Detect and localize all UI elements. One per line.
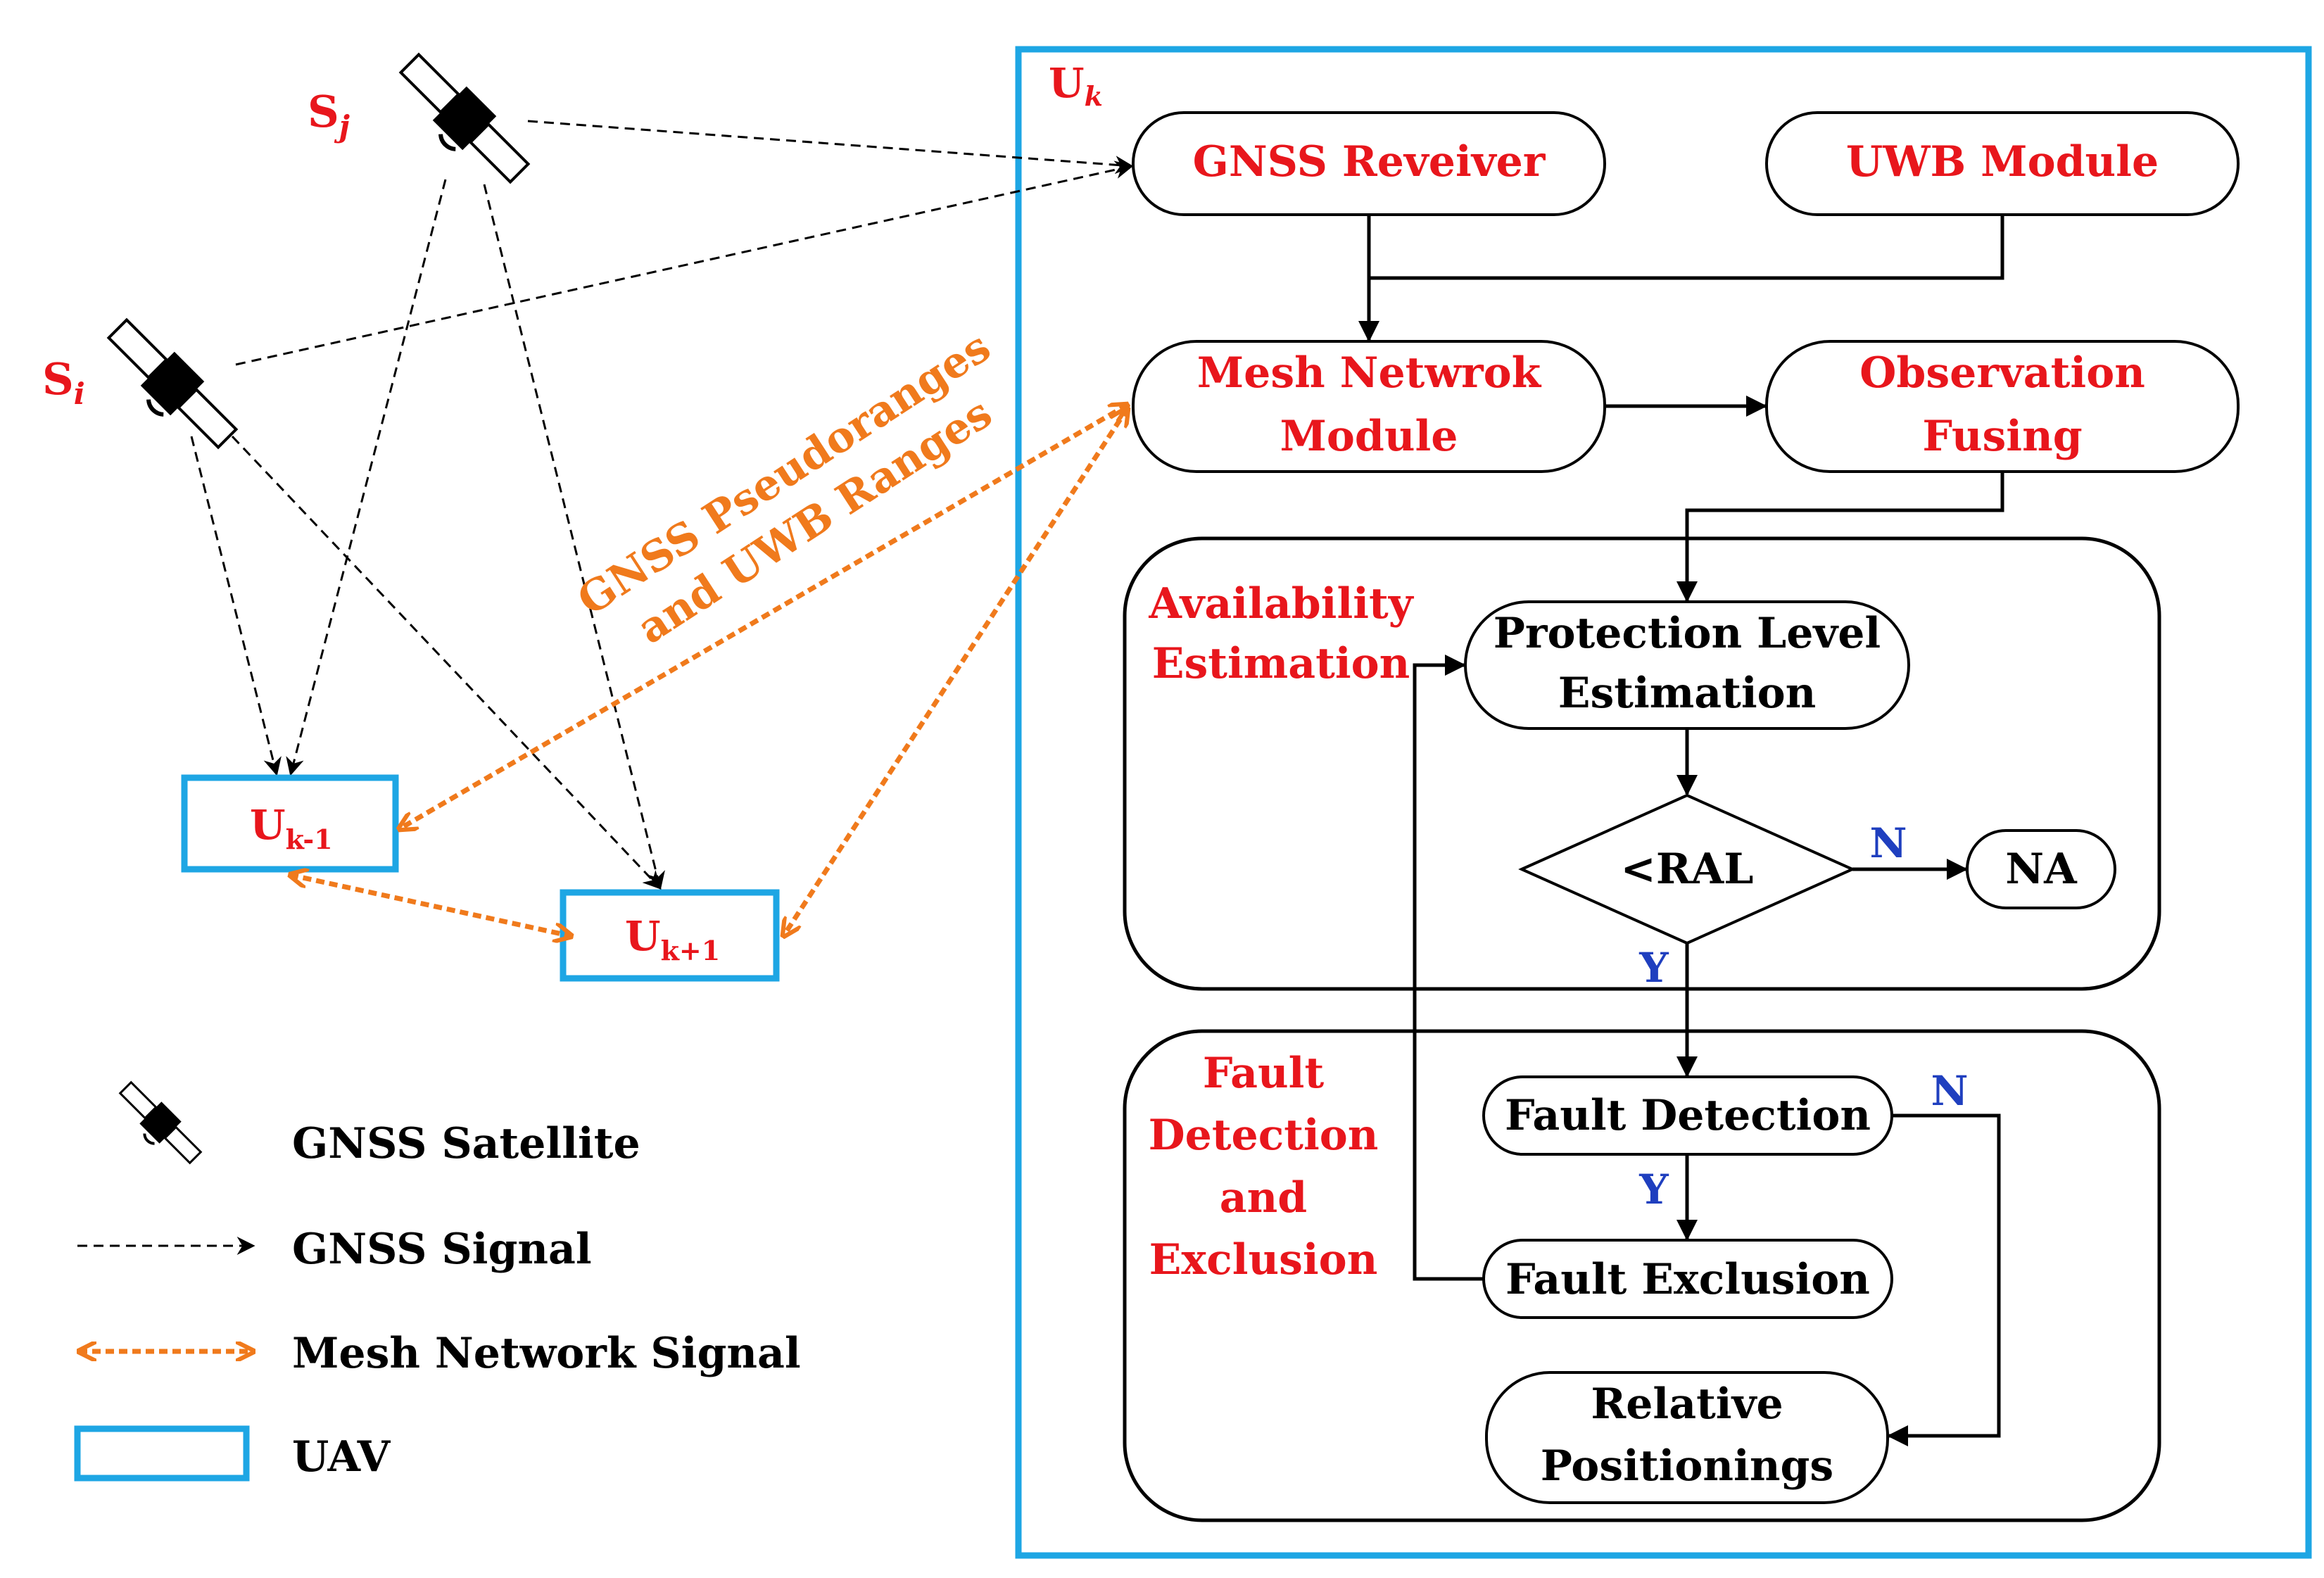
- uav-uk-minus-1-label: Uk-1: [250, 801, 333, 855]
- fde-label-4: Exclusion: [1149, 1235, 1378, 1285]
- na-label: NA: [2005, 845, 2078, 894]
- gnss-signal-si-to-ukm1: [190, 436, 282, 776]
- legend-uav-label: UAV: [292, 1432, 391, 1482]
- ral-yes-label: Y: [1638, 944, 1669, 992]
- protection-level-label-2: Estimation: [1558, 669, 1817, 718]
- legend-mesh-signal-label: Mesh Network Signal: [292, 1329, 801, 1378]
- flow-fe-loop-to-pl: [1413, 655, 1484, 1281]
- uav-uk-minus-1-box: [181, 774, 399, 873]
- fault-detection-label: Fault Detection: [1505, 1091, 1871, 1140]
- gnss-signal-si-to-uk: [235, 160, 1134, 366]
- legend-satellite-icon: [118, 1080, 203, 1165]
- uk-frame: [1015, 46, 2312, 1559]
- uav-uk-plus-1-box: [560, 889, 780, 982]
- fd-no-label: N: [1931, 1067, 1968, 1115]
- fault-exclusion-label: Fault Exclusion: [1505, 1255, 1870, 1304]
- fd-yes-label: Y: [1638, 1166, 1669, 1213]
- mesh-network-label-2: Module: [1280, 412, 1458, 461]
- mesh-link-uk-ukp1: [783, 408, 1128, 936]
- mesh-network-label-1: Mesh Netwrok: [1197, 348, 1542, 398]
- fde-label-3: and: [1220, 1173, 1307, 1223]
- fde-label-2: Detection: [1149, 1111, 1379, 1160]
- flow-uwb-to-merge: [1369, 215, 2004, 280]
- relative-positioning-label-2: Positionings: [1541, 1441, 1833, 1491]
- satellite-si-icon: [106, 317, 239, 450]
- satellite-sj-label: Sj: [308, 86, 350, 144]
- gnss-signal-sj-to-uk: [527, 120, 1134, 175]
- uwb-module-label: UWB Module: [1846, 137, 2159, 187]
- observation-fusing-label-1: Observation: [1859, 348, 2145, 398]
- satellite-sj-icon: [398, 52, 531, 184]
- ral-no-label: N: [1869, 819, 1907, 867]
- protection-level-label-1: Protection Level: [1493, 609, 1881, 658]
- availability-label-2: Estimation: [1152, 639, 1410, 688]
- fde-label-1: Fault: [1203, 1049, 1325, 1098]
- satellite-si-label: Si: [42, 353, 85, 411]
- ral-label: <RAL: [1621, 845, 1754, 894]
- flow-fd-to-relative: [1887, 1113, 2001, 1446]
- gnss-signal-sj-to-ukm1: [286, 179, 447, 776]
- availability-label-1: Availability: [1148, 579, 1414, 629]
- legend-gnss-signal-label: GNSS Signal: [292, 1225, 592, 1274]
- relative-positioning-label-1: Relative: [1591, 1380, 1783, 1429]
- legend-uav-box: [74, 1425, 250, 1482]
- gnss-receiver-label: GNSS Reveiver: [1193, 137, 1546, 187]
- mesh-link-ukm1-ukp1: [290, 875, 571, 936]
- mesh-link-label: GNSS Pseudoranges and UWB Ranges: [569, 322, 1001, 654]
- uav-uk-plus-1-label: Uk+1: [625, 912, 720, 966]
- flow-obs-to-pl: [1676, 472, 2004, 602]
- fde-section: [1123, 1029, 2161, 1522]
- observation-fusing-label-2: Fusing: [1922, 412, 2082, 461]
- uk-label: Uk: [1049, 59, 1103, 112]
- mesh-link-label-1: GNSS Pseudoranges: [569, 322, 999, 626]
- legend-satellite-label: GNSS Satellite: [292, 1119, 640, 1168]
